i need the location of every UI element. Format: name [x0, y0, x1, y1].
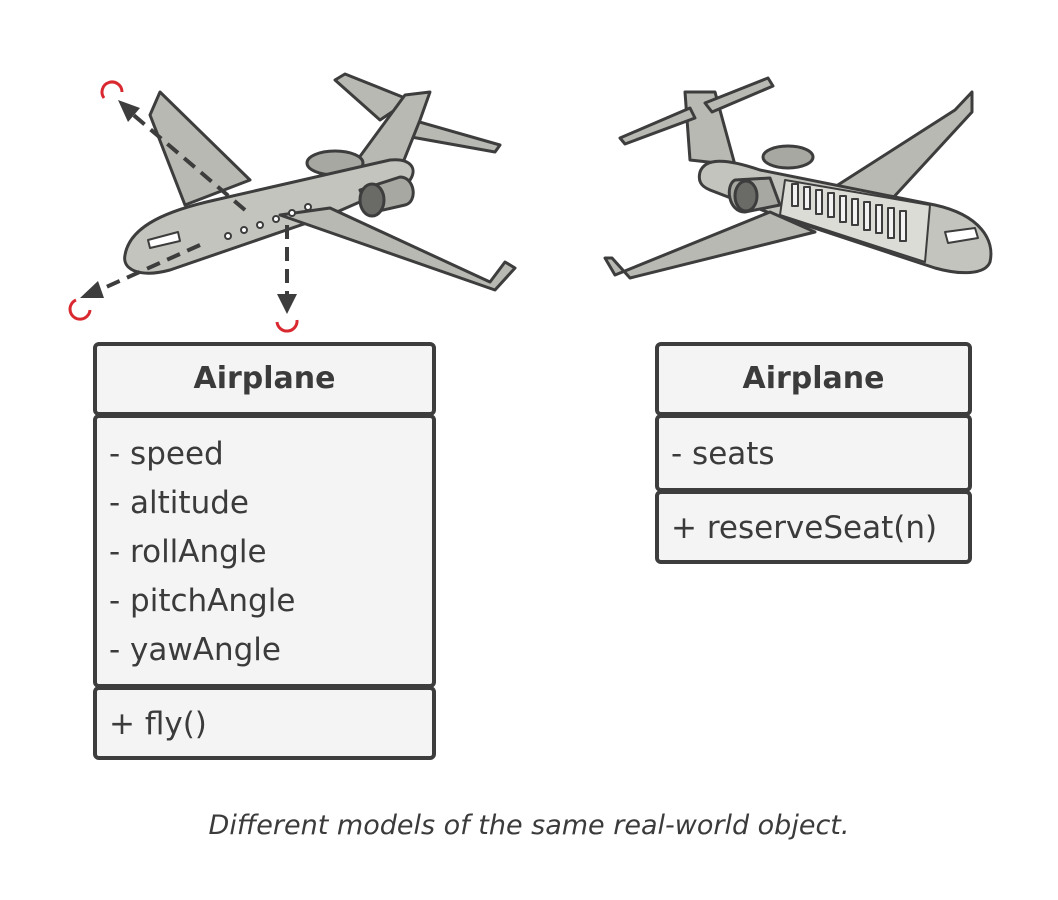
class-name: Airplane	[742, 361, 885, 396]
method-fly: + fly()	[109, 706, 207, 742]
left-airplane-illustration	[123, 72, 517, 292]
rotation-axes	[94, 110, 289, 298]
illustration	[68, 72, 993, 333]
methods-section: + fly()	[93, 686, 436, 760]
class-name-section: Airplane	[93, 342, 436, 416]
class-name-section: Airplane	[655, 342, 972, 416]
axis-arrowheads	[80, 100, 297, 314]
attribute-seats: - seats	[671, 436, 775, 472]
attribute-pitch-angle: - pitchAngle	[109, 583, 296, 619]
attributes-section: - seats	[655, 414, 972, 492]
figure-caption: Different models of the same real-world …	[208, 810, 850, 841]
right-airplane-class: Airplane - seats + reserveSeat(n)	[655, 342, 972, 564]
method-reserve-seat: + reserveSeat(n)	[671, 510, 938, 546]
attribute-altitude: - altitude	[109, 485, 249, 521]
right-airplane-illustration	[603, 76, 993, 280]
attribute-speed: - speed	[109, 436, 224, 472]
attribute-roll-angle: - rollAngle	[109, 534, 267, 570]
attribute-yaw-angle: - yawAngle	[109, 632, 281, 668]
methods-section: + reserveSeat(n)	[655, 490, 972, 564]
class-name: Airplane	[193, 361, 336, 396]
attributes-section: - speed - altitude - rollAngle - pitchAn…	[93, 414, 436, 688]
rotation-markers	[68, 80, 299, 333]
left-airplane-class: Airplane - speed - altitude - rollAngle …	[93, 342, 436, 760]
